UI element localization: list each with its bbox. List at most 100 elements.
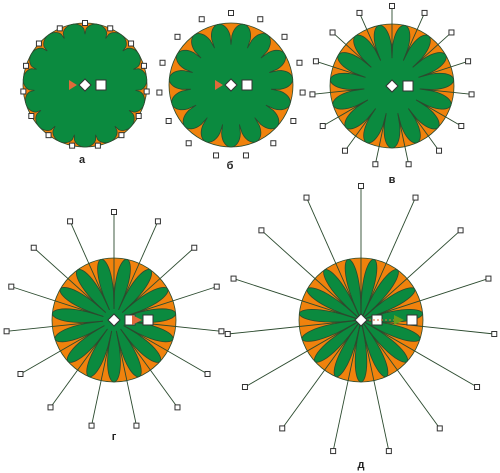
node-handle (279, 425, 286, 432)
node-handle (154, 218, 161, 225)
node-handle (224, 331, 231, 338)
drag-square-handle (406, 314, 418, 326)
node-handle (191, 244, 198, 251)
caption-b: б (227, 160, 234, 172)
node-handle (319, 123, 326, 129)
control-line (281, 321, 361, 429)
node-handle (111, 209, 117, 215)
control-line (69, 221, 110, 310)
distortion-square-handle (241, 79, 253, 91)
node-handle (67, 218, 74, 225)
node-handle (421, 9, 428, 16)
control-line (361, 197, 416, 319)
control-line (362, 230, 461, 320)
caption-a: а (79, 154, 86, 166)
control-line (312, 88, 365, 95)
node-handle (309, 91, 316, 98)
control-line (374, 113, 387, 165)
node-handle (69, 142, 76, 149)
node-handle (156, 89, 163, 96)
distortion-square-handle (402, 80, 414, 92)
node-handle (135, 113, 142, 119)
control-line (362, 319, 495, 335)
node-handle (128, 40, 135, 47)
panel-g (3, 209, 225, 429)
node-handle (457, 227, 464, 234)
control-line (360, 321, 390, 452)
node-handle (17, 371, 24, 377)
caption-v: в (389, 174, 396, 186)
node-handle (290, 118, 297, 124)
control-line (50, 328, 108, 408)
node-handle (213, 152, 220, 159)
control-line (115, 330, 137, 426)
node-handle (218, 328, 225, 335)
node-handle (8, 283, 15, 290)
node-handle (372, 161, 379, 168)
node-handle (356, 9, 363, 16)
node-handle (94, 142, 101, 149)
node-handle (412, 194, 419, 201)
center-diamond-handle (354, 313, 368, 327)
node-handle (133, 422, 140, 429)
node-handle (213, 283, 220, 290)
panel-b (156, 10, 306, 159)
control-line (415, 99, 462, 127)
node-handle (257, 16, 264, 23)
control-line (11, 286, 104, 317)
control-line (118, 221, 159, 310)
control-line (322, 99, 369, 127)
control-line (6, 320, 103, 332)
control-line (359, 12, 382, 61)
control-line (315, 60, 366, 78)
node-handle (56, 25, 63, 32)
node-handle (312, 58, 319, 65)
node-handle (28, 113, 35, 119)
node-handle (299, 89, 306, 96)
control-line (362, 278, 489, 320)
node-handle (35, 40, 42, 47)
control-line (124, 286, 217, 317)
center-diamond-handle (385, 79, 399, 93)
direction-arrow (215, 80, 223, 90)
node-handle (174, 404, 181, 411)
node-handle (204, 371, 211, 377)
control-line (120, 328, 178, 408)
center-diamond-handle (107, 313, 121, 327)
control-line (332, 32, 372, 68)
panel-v (309, 3, 475, 168)
control-line (418, 60, 469, 78)
node-handle (474, 384, 481, 390)
node-handle (20, 88, 27, 95)
node-handle (88, 422, 95, 429)
node-handle (140, 62, 147, 69)
node-handle (82, 20, 88, 26)
node-handle (329, 29, 336, 36)
node-handle (358, 183, 364, 189)
node-handle (485, 275, 492, 282)
node-handle (296, 59, 303, 66)
distortion-square-handle (95, 79, 107, 91)
control-line (91, 330, 113, 426)
node-handle (491, 331, 498, 338)
panel-a (20, 20, 150, 149)
control-line (344, 108, 376, 151)
node-handle (465, 58, 472, 65)
center-diamond-handle (224, 78, 238, 92)
control-line (261, 230, 360, 320)
node-handle (3, 328, 10, 335)
node-handle (436, 425, 443, 432)
control-line (397, 113, 410, 165)
caption-g: г (112, 431, 117, 443)
caption-d: д (358, 459, 365, 471)
node-handle (165, 118, 172, 124)
control-line (362, 320, 478, 388)
node-handle (30, 244, 37, 251)
node-handle (270, 140, 277, 147)
control-line (419, 88, 472, 95)
control-line (361, 321, 441, 429)
control-line (244, 320, 360, 388)
node-handle (303, 194, 310, 201)
control-line (121, 247, 195, 313)
